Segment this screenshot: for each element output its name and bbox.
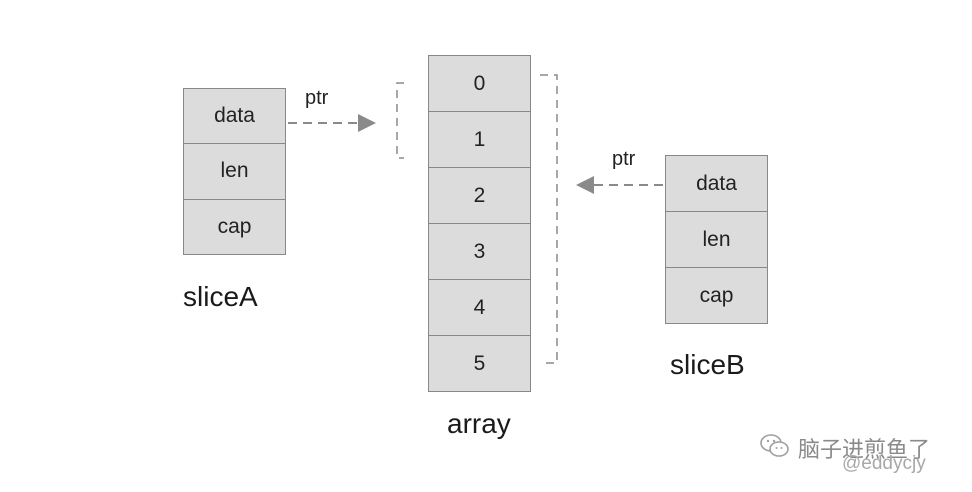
sliceA-data-field: data [184, 89, 285, 145]
sliceB-cap-field: cap [666, 268, 767, 323]
array-element: 2 [429, 168, 530, 224]
sliceB-data-field: data [666, 156, 767, 212]
sliceA-len-field: len [184, 144, 285, 200]
array-element: 3 [429, 224, 530, 280]
sliceA-struct: data len cap [183, 88, 286, 255]
watermark-brand: 脑子进煎鱼了 [798, 437, 931, 462]
array-element: 5 [429, 336, 530, 391]
wechat-icon [760, 433, 790, 464]
sliceB-ptr-label: ptr [612, 148, 636, 170]
watermark-handle: @eddycjy [842, 453, 926, 474]
array-range-bracket [540, 74, 558, 364]
array-label: array [447, 408, 511, 439]
sliceA-cap-field: cap [184, 199, 285, 254]
sliceB-ptr-arrowhead [576, 176, 594, 194]
underlying-array: 0 1 2 3 4 5 [428, 55, 531, 392]
sliceA-ptr-label: ptr [305, 87, 329, 109]
array-element: 1 [429, 112, 530, 168]
sliceA-range-bracket [396, 82, 404, 159]
sliceB-struct: data len cap [665, 155, 768, 324]
array-element: 0 [429, 56, 530, 112]
sliceB-label: sliceB [670, 349, 745, 380]
sliceA-ptr-arrowhead [358, 114, 376, 132]
sliceA-label: sliceA [183, 281, 258, 312]
sliceB-len-field: len [666, 212, 767, 268]
array-element: 4 [429, 280, 530, 336]
watermark: 脑子进煎鱼了 [760, 432, 930, 464]
